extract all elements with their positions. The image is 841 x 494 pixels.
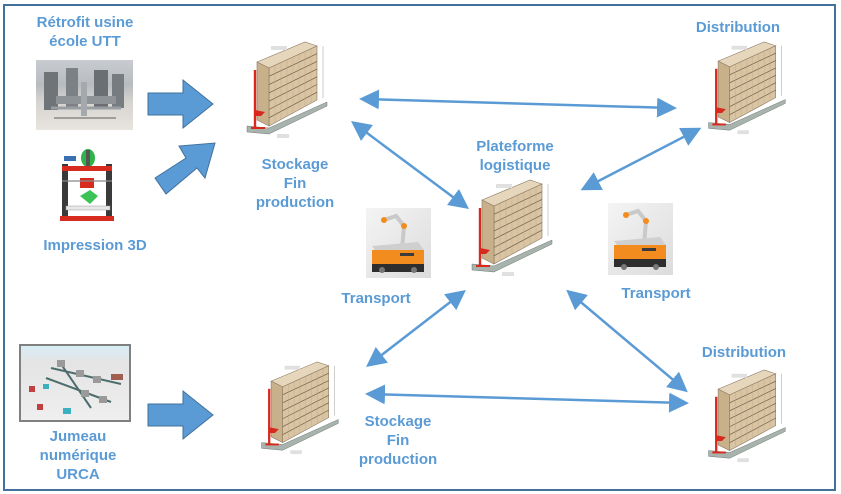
rack-annotation bbox=[271, 46, 287, 50]
rack-group bbox=[708, 41, 786, 135]
arrow-platform-distribution-bottom bbox=[566, 289, 688, 393]
stacker-crane-carriage bbox=[716, 435, 726, 441]
rack-group bbox=[708, 369, 786, 463]
storage-rack-bottom bbox=[261, 361, 339, 455]
rack-base bbox=[246, 101, 328, 135]
mobile-robot-icon bbox=[372, 213, 424, 273]
label-storage-top: Stockage Fin production bbox=[255, 156, 335, 211]
block-arrow-retrofit-to-storage bbox=[147, 78, 214, 130]
rack-base bbox=[708, 99, 786, 131]
arrow-storage-top-distribution-top bbox=[359, 89, 677, 118]
rack-side-face bbox=[256, 61, 270, 127]
label-twin: Jumeau numérique URCA bbox=[39, 428, 117, 483]
rack-group bbox=[261, 361, 339, 455]
3d-printer-icon bbox=[60, 149, 114, 221]
transport-robot-right bbox=[608, 203, 673, 275]
diagram-frame bbox=[3, 4, 836, 491]
digital-twin-screenshot bbox=[19, 344, 131, 422]
label-distribution-top: Distribution bbox=[695, 19, 781, 36]
label-retrofit: Rétrofit usine école UTT bbox=[36, 14, 134, 50]
rack-annotation bbox=[731, 373, 747, 378]
arrow-platform-storage-bottom bbox=[366, 289, 466, 368]
rack-annotation bbox=[502, 272, 514, 276]
arrow-storage-top-platform bbox=[350, 121, 470, 209]
digital-twin-icon bbox=[29, 360, 123, 414]
rack-side-face bbox=[717, 388, 730, 452]
rack-annotation bbox=[290, 450, 302, 455]
rack-annotation bbox=[737, 458, 749, 463]
rack-group bbox=[471, 179, 553, 276]
label-print3d: Impression 3D bbox=[43, 237, 147, 254]
retrofit-workshop-photo bbox=[36, 60, 133, 130]
mobile-robot-icon bbox=[614, 208, 666, 270]
rack-side-face bbox=[717, 60, 730, 124]
transport-robot-left bbox=[366, 208, 431, 278]
label-transport-right: Transport bbox=[621, 285, 691, 302]
rack-group bbox=[246, 41, 328, 138]
factory-workshop-icon bbox=[44, 68, 124, 119]
storage-rack-top bbox=[246, 41, 328, 138]
rack-annotation bbox=[731, 45, 747, 50]
stacker-crane-carriage bbox=[269, 427, 279, 433]
rack-base bbox=[261, 419, 339, 451]
3d-printer-image bbox=[50, 146, 120, 228]
distribution-rack-top bbox=[708, 41, 786, 135]
distribution-rack-bottom bbox=[708, 369, 786, 463]
rack-annotation bbox=[284, 365, 300, 370]
block-arrow-twin-to-storage bbox=[147, 389, 214, 441]
label-storage-bottom: Stockage Fin production bbox=[358, 413, 438, 468]
label-distribution-bottom: Distribution bbox=[701, 344, 787, 361]
arrow-distribution-top-platform bbox=[580, 127, 702, 191]
rack-annotation bbox=[737, 130, 749, 135]
arrow-storage-bottom-distribution-bottom bbox=[365, 384, 689, 413]
block-arrow-print3d-to-storage bbox=[154, 142, 216, 195]
rack-annotation bbox=[496, 184, 512, 188]
rack-annotation bbox=[277, 134, 289, 138]
stacker-crane-carriage bbox=[480, 248, 490, 254]
label-transport-left: Transport bbox=[341, 290, 411, 307]
platform-rack bbox=[471, 179, 553, 276]
label-platform: Plateforme logistique bbox=[476, 138, 554, 174]
rack-base bbox=[471, 239, 553, 273]
stacker-crane-carriage bbox=[255, 110, 265, 116]
rack-base bbox=[708, 427, 786, 459]
rack-side-face bbox=[481, 199, 495, 265]
rack-side-face bbox=[270, 380, 283, 444]
